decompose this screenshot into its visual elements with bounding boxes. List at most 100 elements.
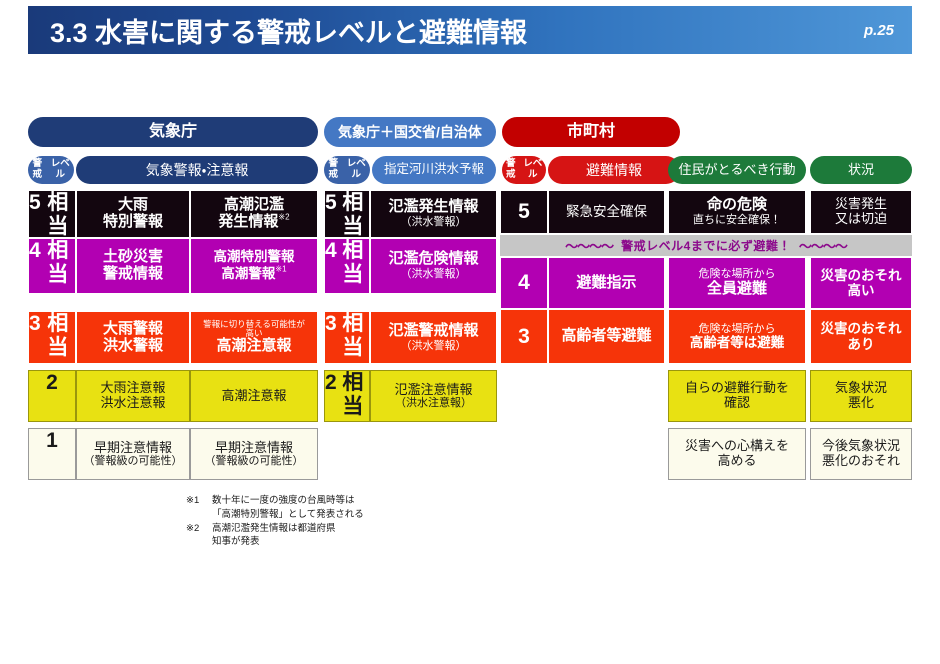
cell-note: （洪水警報） (400, 268, 467, 281)
org-header-jma-mlit: 気象庁＋国交省/自治体 (324, 117, 496, 147)
cell-line1: 災害のおそれ (820, 267, 902, 283)
cell-line1: 氾濫発生情報 (388, 198, 479, 216)
level-equiv: 相当 (47, 239, 69, 286)
city-level-5: 5 (500, 190, 548, 234)
cell-line1: 災害発生 (834, 196, 887, 212)
level-number: 5 (29, 191, 41, 214)
cell-note: （洪水注意報） (395, 397, 472, 410)
level-badge-line2: レベル (346, 158, 366, 180)
subheader-status: 状況 (810, 156, 912, 184)
level-badge-line1: 警戒 (506, 158, 516, 180)
cell-note: （警報級の可能性） (204, 455, 304, 468)
level-badge-line2: レベル (50, 158, 70, 180)
level-badge-line2: レベル (523, 158, 543, 180)
footnote-mark: ※1 (186, 495, 200, 506)
weather-cell-5: 大雨 特別警報 (76, 190, 190, 238)
subheader-resident-action: 住民がとるべき行動 (668, 156, 806, 184)
cell-line2: 発生情報 (218, 213, 279, 231)
cell-line1: 氾濫注意情報 (394, 381, 473, 397)
cell-line2: 警戒情報 (102, 265, 163, 282)
action-cell-3: 危険な場所から 高齢者等は避難 (668, 309, 806, 364)
cell-line1: 緊急安全確保 (566, 204, 647, 220)
action-cell-5: 命の危険 直ちに安全確保！ (668, 190, 806, 234)
evacuation-cell-5: 緊急安全確保 (548, 190, 665, 234)
cell-line2-wrap: 発生情報※2 (218, 213, 289, 231)
jma-level-3: 3 相当 (28, 311, 76, 364)
level-number: 2 (46, 371, 58, 394)
cell-line2: 洪水注意報 (100, 395, 166, 410)
cell-note: （洪水警報） (400, 216, 467, 229)
footnote-1: ※1 数十年に一度の強度の台風時等は (186, 494, 516, 508)
level-equiv: 相当 (342, 371, 364, 418)
cell-line2: 高潮警報 (221, 265, 276, 281)
cell-top: 危険な場所から (698, 268, 776, 281)
org-header-jma: 気象庁 (28, 117, 318, 147)
cell-line2: 悪化 (847, 395, 874, 410)
city-level-4: 4 (500, 257, 548, 309)
cell-line2: 洪水警報 (102, 336, 163, 354)
cell-line1: 土砂災害 (102, 248, 163, 266)
action-cell-4: 危険な場所から 全員避難 (668, 257, 806, 309)
cell-top: 危険な場所から (698, 322, 776, 335)
cell-line1: 高齢者等避難 (561, 327, 652, 345)
cell-line2-wrap: 高潮警報※1 (221, 264, 287, 283)
cell-sup: ※1 (275, 264, 287, 274)
level-badge-weather: 警戒 レベル (28, 156, 74, 184)
level-number: 3 (325, 312, 337, 335)
weather-cell-4: 土砂災害 警戒情報 (76, 238, 190, 294)
footnotes: ※1 数十年に一度の強度の台風時等は 「高潮特別警報」として発表される ※2 高… (186, 494, 516, 549)
level-badge-line1: 警戒 (328, 158, 338, 180)
level-number: 3 (29, 312, 41, 335)
cell-line1: 大雨警報 (102, 319, 163, 337)
wave-left-icon: 〜〜〜〜 (565, 239, 614, 254)
level-badge-evacuation: 警戒 レベル (502, 156, 546, 184)
cell-bottom: 高める (717, 453, 757, 468)
cell-line1: 高潮氾濫 (223, 195, 284, 213)
status-cell-5: 災害発生 又は切迫 (810, 190, 912, 234)
cell-line1: 気象状況 (834, 380, 887, 396)
river-cell-4: 氾濫危険情報 （洪水警報） (370, 238, 497, 294)
cell-bottom: 確認 (723, 395, 750, 410)
level-equiv: 相当 (342, 312, 364, 359)
cell-line1: 高潮特別警報 (213, 249, 295, 265)
status-cell-1: 今後気象状況 悪化のおそれ (810, 428, 912, 480)
org-header-municipality: 市町村 (502, 117, 680, 147)
cell-line1: 高潮注意報 (216, 337, 292, 355)
footnote-2: ※2 高潮氾濫発生情報は都道府県 (186, 522, 516, 536)
level-equiv: 相当 (342, 239, 364, 286)
evacuation-cell-3: 高齢者等避難 (548, 309, 665, 364)
cell-bottom: 全員避難 (706, 279, 767, 297)
jma-level-1: 1 (28, 428, 76, 480)
river-cell-5: 氾濫発生情報 （洪水警報） (370, 190, 497, 238)
cell-bottom: 直ちに安全確保！ (693, 214, 781, 227)
level-badge-line1: 警戒 (32, 158, 42, 180)
tide-cell-2: 高潮注意報 (190, 370, 318, 422)
level-equiv: 相当 (47, 312, 69, 359)
cell-line1: 大雨注意報 (100, 380, 166, 396)
footnote-line1: 数十年に一度の強度の台風時等は (212, 495, 355, 506)
page-title: 3.3 水害に関する警戒レベルと避難情報 (50, 17, 528, 48)
cell-line1: 避難指示 (576, 273, 637, 291)
level-badge-river: 警戒 レベル (324, 156, 370, 184)
cell-line1: 大雨 (117, 196, 148, 214)
jma-level-2: 2 (28, 370, 76, 422)
banner-text: 警戒レベル4までに必ず避難！ (621, 239, 791, 253)
status-cell-3: 災害のおそれ あり (810, 309, 912, 364)
cell-top: 命の危険 (706, 196, 767, 214)
level-equiv: 相当 (342, 191, 364, 238)
city-level-3: 3 (500, 309, 548, 364)
cell-bottom: 高齢者等は避難 (689, 335, 785, 351)
level-number: 4 (29, 239, 41, 262)
cell-top: 自らの避難行動を (684, 380, 789, 396)
cell-line2: 高い (847, 283, 875, 298)
evacuation-cell-4: 避難指示 (548, 257, 665, 309)
tide-cell-1: 早期注意情報 （警報級の可能性） (190, 428, 318, 480)
cell-line1: 高潮注意報 (221, 387, 287, 403)
cell-line2: あり (847, 336, 875, 352)
footnote-line1: 高潮氾濫発生情報は都道府県 (212, 522, 336, 534)
page-number-label: p.25 (863, 21, 894, 39)
tide-cell-4: 高潮特別警報 高潮警報※1 (190, 238, 318, 294)
